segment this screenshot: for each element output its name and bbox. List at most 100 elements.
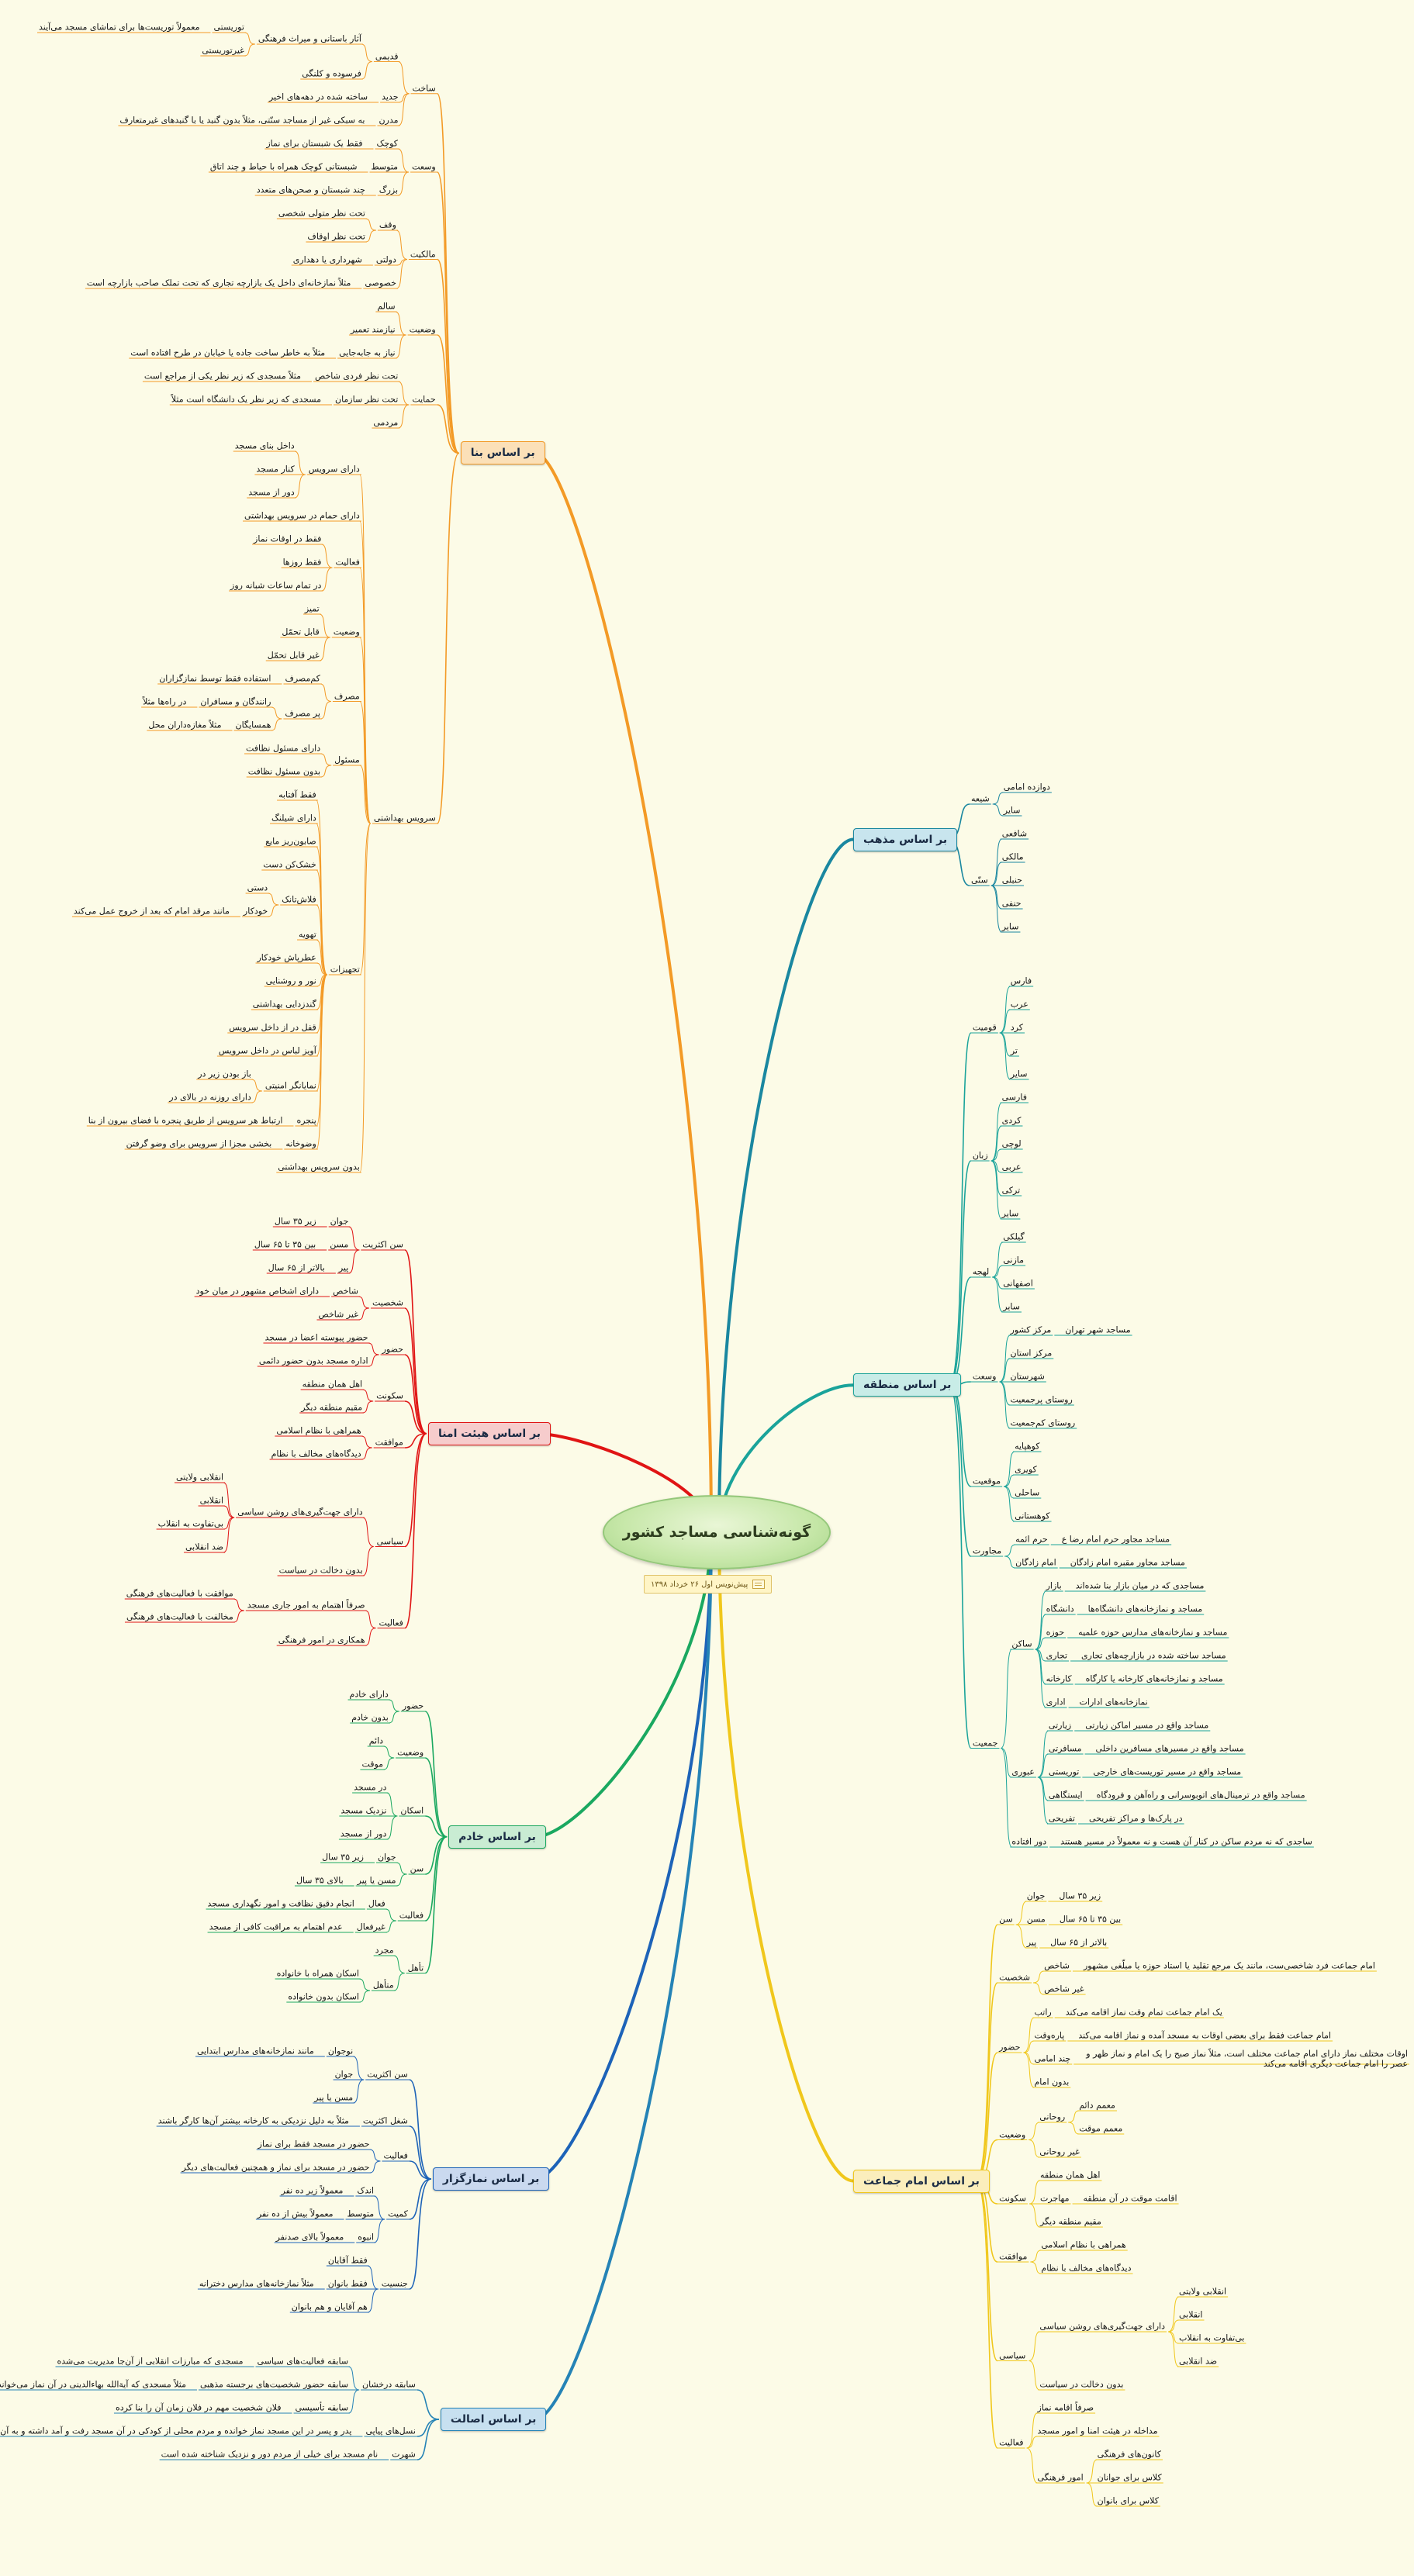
subtopic[interactable]: پاره‌وقت <box>1034 2030 1065 2041</box>
subtopic[interactable]: سابقه تأسیسی <box>295 2402 349 2413</box>
leaf-topic[interactable]: دارای حمام در سرویس بهداشتی <box>244 510 360 521</box>
leaf-topic[interactable]: دور از مسجد <box>340 1828 387 1839</box>
category-topic[interactable]: وضعیت <box>999 2129 1026 2139</box>
category-topic[interactable]: جمعیت <box>972 1738 998 1748</box>
leaf-topic[interactable]: مثلاً نمازخانه‌ای داخل یک بازارچه تجاری … <box>86 278 351 288</box>
subtopic[interactable]: حرم ائمه <box>1015 1534 1048 1545</box>
leaf-topic[interactable]: تمیز <box>304 603 320 614</box>
leaf-topic[interactable]: غیر شاخص <box>1044 1984 1084 1994</box>
subtopic[interactable]: تجهیزات <box>330 964 360 975</box>
subtopic[interactable]: خصوصی <box>365 278 396 288</box>
leaf-topic[interactable]: همراهی با نظام اسلامی <box>1041 2239 1126 2250</box>
leaf-topic[interactable]: صرفاً اقامه نماز <box>1037 2402 1094 2413</box>
subtopic[interactable]: مصرف <box>334 691 360 701</box>
leaf-topic[interactable]: بدون دخالت در سیاست <box>1039 2379 1124 2390</box>
subtopic[interactable]: کوچک <box>376 138 399 149</box>
leaf-topic[interactable]: مساجد و نمازخانه‌های کارخانه یا کارگاه <box>1085 1673 1223 1684</box>
category-topic[interactable]: نسل‌های پیاپی <box>365 2426 416 2436</box>
category-topic[interactable]: سیاسی <box>999 2350 1026 2360</box>
category-topic[interactable]: سن اکثریت <box>367 2069 408 2080</box>
subtopic[interactable]: فعالیت <box>335 557 360 568</box>
leaf-topic[interactable]: روستای پرجمعیت <box>1010 1394 1073 1405</box>
subtopic[interactable]: فلاش‌تانک <box>282 894 316 905</box>
branch-topic[interactable]: بر اساس هیئت امنا <box>427 1421 551 1445</box>
leaf-topic[interactable]: حضور در مسجد برای نماز و همچنین فعالیت‌ه… <box>182 2162 370 2173</box>
subtopic[interactable]: بازار <box>1046 1580 1062 1591</box>
leaf-topic[interactable]: مساجد شهر تهران <box>1065 1324 1131 1335</box>
subtopic[interactable]: دولتی <box>375 254 396 265</box>
leaf-topic[interactable]: ساجدی که نه مردم ساکن در کنار آن هست و ن… <box>1060 1836 1312 1847</box>
subtopic[interactable]: متوسط <box>347 2208 375 2219</box>
leaf-topic[interactable]: باز بودن زیر در <box>198 1069 251 1079</box>
subtopic[interactable]: بزرگ <box>379 185 399 195</box>
leaf-topic[interactable]: تحت نظر متولی شخصی <box>278 208 365 219</box>
subtopic[interactable]: دارای جهت‌گیری‌های روشن سیاسی <box>1039 2321 1165 2332</box>
subtopic[interactable]: متوسط <box>371 161 399 172</box>
leaf-topic[interactable]: معمولاً بیش از ده نفر <box>257 2208 334 2219</box>
leaf-topic[interactable]: قفل در از داخل سرویس <box>229 1022 316 1033</box>
leaf-topic[interactable]: کویری <box>1015 1464 1037 1475</box>
leaf-topic[interactable]: آویز لباس در داخل سرویس <box>218 1045 316 1056</box>
subtopic[interactable]: ساکن <box>1011 1638 1032 1649</box>
leaf-topic[interactable]: غیر روحانی <box>1039 2146 1080 2157</box>
leaf-topic[interactable]: غیرتوریستی <box>202 45 244 56</box>
category-topic[interactable]: ساخت <box>412 83 436 94</box>
leaf-topic[interactable]: یک امام جماعت تمام وقت نماز اقامه می‌کند <box>1065 2007 1222 2018</box>
leaf-topic[interactable]: فرسوده و کلنگی <box>302 68 361 79</box>
leaf-topic[interactable]: مثلاً مسجدی که آیةالله بهاءالدینی در آن … <box>0 2379 186 2390</box>
subtopic[interactable]: تحت نظر سازمان <box>334 394 399 405</box>
subtopic[interactable]: غیرفعال <box>356 1922 385 1932</box>
leaf-topic[interactable]: سایر <box>1003 1301 1020 1312</box>
leaf-topic[interactable]: نمازخانه‌های ادارات <box>1079 1697 1148 1708</box>
leaf-topic[interactable]: سالم <box>377 301 396 312</box>
leaf-topic[interactable]: مساجدی که در میان بازار بنا شده‌اند <box>1075 1580 1205 1591</box>
leaf-topic[interactable]: مثلاً مغازه‌داران محل <box>148 720 222 730</box>
leaf-topic[interactable]: نزدیک مسجد <box>341 1805 387 1816</box>
category-topic[interactable]: شخصیت <box>372 1297 403 1308</box>
leaf-topic[interactable]: ارتباط هر سرویس از طریق پنجره با فضای بی… <box>88 1115 283 1126</box>
leaf-topic[interactable]: بدون خادم <box>351 1712 389 1723</box>
leaf-topic[interactable]: بالاتر از ۶۵ سال <box>268 1262 325 1273</box>
category-topic[interactable]: تأهل <box>407 1963 424 1973</box>
subtopic[interactable]: سابقه حضور شخصیت‌های برجسته مذهبی <box>199 2379 349 2390</box>
category-topic[interactable]: حضور <box>382 1344 403 1355</box>
subtopic[interactable]: مهاجرت <box>1039 2193 1070 2204</box>
leaf-topic[interactable]: اصفهانی <box>1003 1278 1033 1289</box>
leaf-topic[interactable]: ضد انقلابی <box>1179 2356 1218 2367</box>
leaf-topic[interactable]: اسکان بدون خانواده <box>288 1991 359 2002</box>
category-topic[interactable]: سرویس بهداشتی <box>373 813 436 824</box>
leaf-topic[interactable]: کنار مسجد <box>256 464 295 475</box>
leaf-topic[interactable]: نور و روشنایی <box>265 975 316 986</box>
leaf-topic[interactable]: دارای شیلنگ <box>271 813 316 824</box>
leaf-topic[interactable]: دارای اشخاص مشهور در میان خود <box>195 1286 320 1297</box>
leaf-topic[interactable]: زیر ۳۵ سال <box>274 1216 316 1227</box>
leaf-topic[interactable]: مسجدی که زیر نظر یک دانشگاه است مثلاً <box>171 394 321 405</box>
category-topic[interactable]: لهجه <box>972 1266 990 1277</box>
leaf-topic[interactable]: معمم دائم <box>1079 2100 1115 2111</box>
subtopic[interactable]: نیاز به جابه‌جایی <box>339 347 396 358</box>
leaf-topic[interactable]: دیدگاه‌های مخالف با نظام <box>271 1449 361 1459</box>
leaf-topic[interactable]: غیر قابل تحمّل <box>267 650 320 661</box>
category-topic[interactable]: سکونت <box>999 2193 1026 2204</box>
subtopic[interactable]: کارخانه <box>1046 1673 1072 1684</box>
leaf-topic[interactable]: نام مسجد برای خیلی از مردم دور و نزدیک ش… <box>161 2449 379 2460</box>
leaf-topic[interactable]: موقت <box>361 1759 384 1770</box>
leaf-topic[interactable]: انقلابی ولایتی <box>1179 2286 1227 2297</box>
leaf-topic[interactable]: غیر شاخص <box>318 1309 358 1320</box>
category-topic[interactable]: حضور <box>999 2042 1021 2053</box>
subtopic[interactable]: وضعیت <box>333 627 360 637</box>
leaf-topic[interactable]: مساجد و نمازخانه‌های دانشگاه‌ها <box>1087 1604 1203 1614</box>
leaf-topic[interactable]: ترکی <box>1001 1185 1021 1196</box>
subtopic[interactable]: قدیمی <box>375 51 399 61</box>
leaf-topic[interactable]: فقط آقایان <box>327 2255 368 2266</box>
subtopic[interactable]: حوزه <box>1046 1627 1065 1638</box>
leaf-topic[interactable]: معمولاً توریست‌ها برای تماشای مسجد می‌آی… <box>38 22 200 33</box>
category-topic[interactable]: اسکان <box>400 1805 424 1816</box>
category-topic[interactable]: وسعت <box>412 161 436 172</box>
subtopic[interactable]: پنجره <box>296 1115 316 1126</box>
leaf-topic[interactable]: شبستانی کوچک همراه با حیاط و چند اتاق <box>209 161 358 172</box>
leaf-topic[interactable]: همکاری در امور فرهنگی <box>278 1635 365 1645</box>
category-topic[interactable]: موافقت <box>999 2251 1028 2262</box>
subtopic[interactable]: فعال <box>368 1898 385 1909</box>
leaf-topic[interactable]: هم آقایان و هم بانوان <box>291 2301 368 2312</box>
